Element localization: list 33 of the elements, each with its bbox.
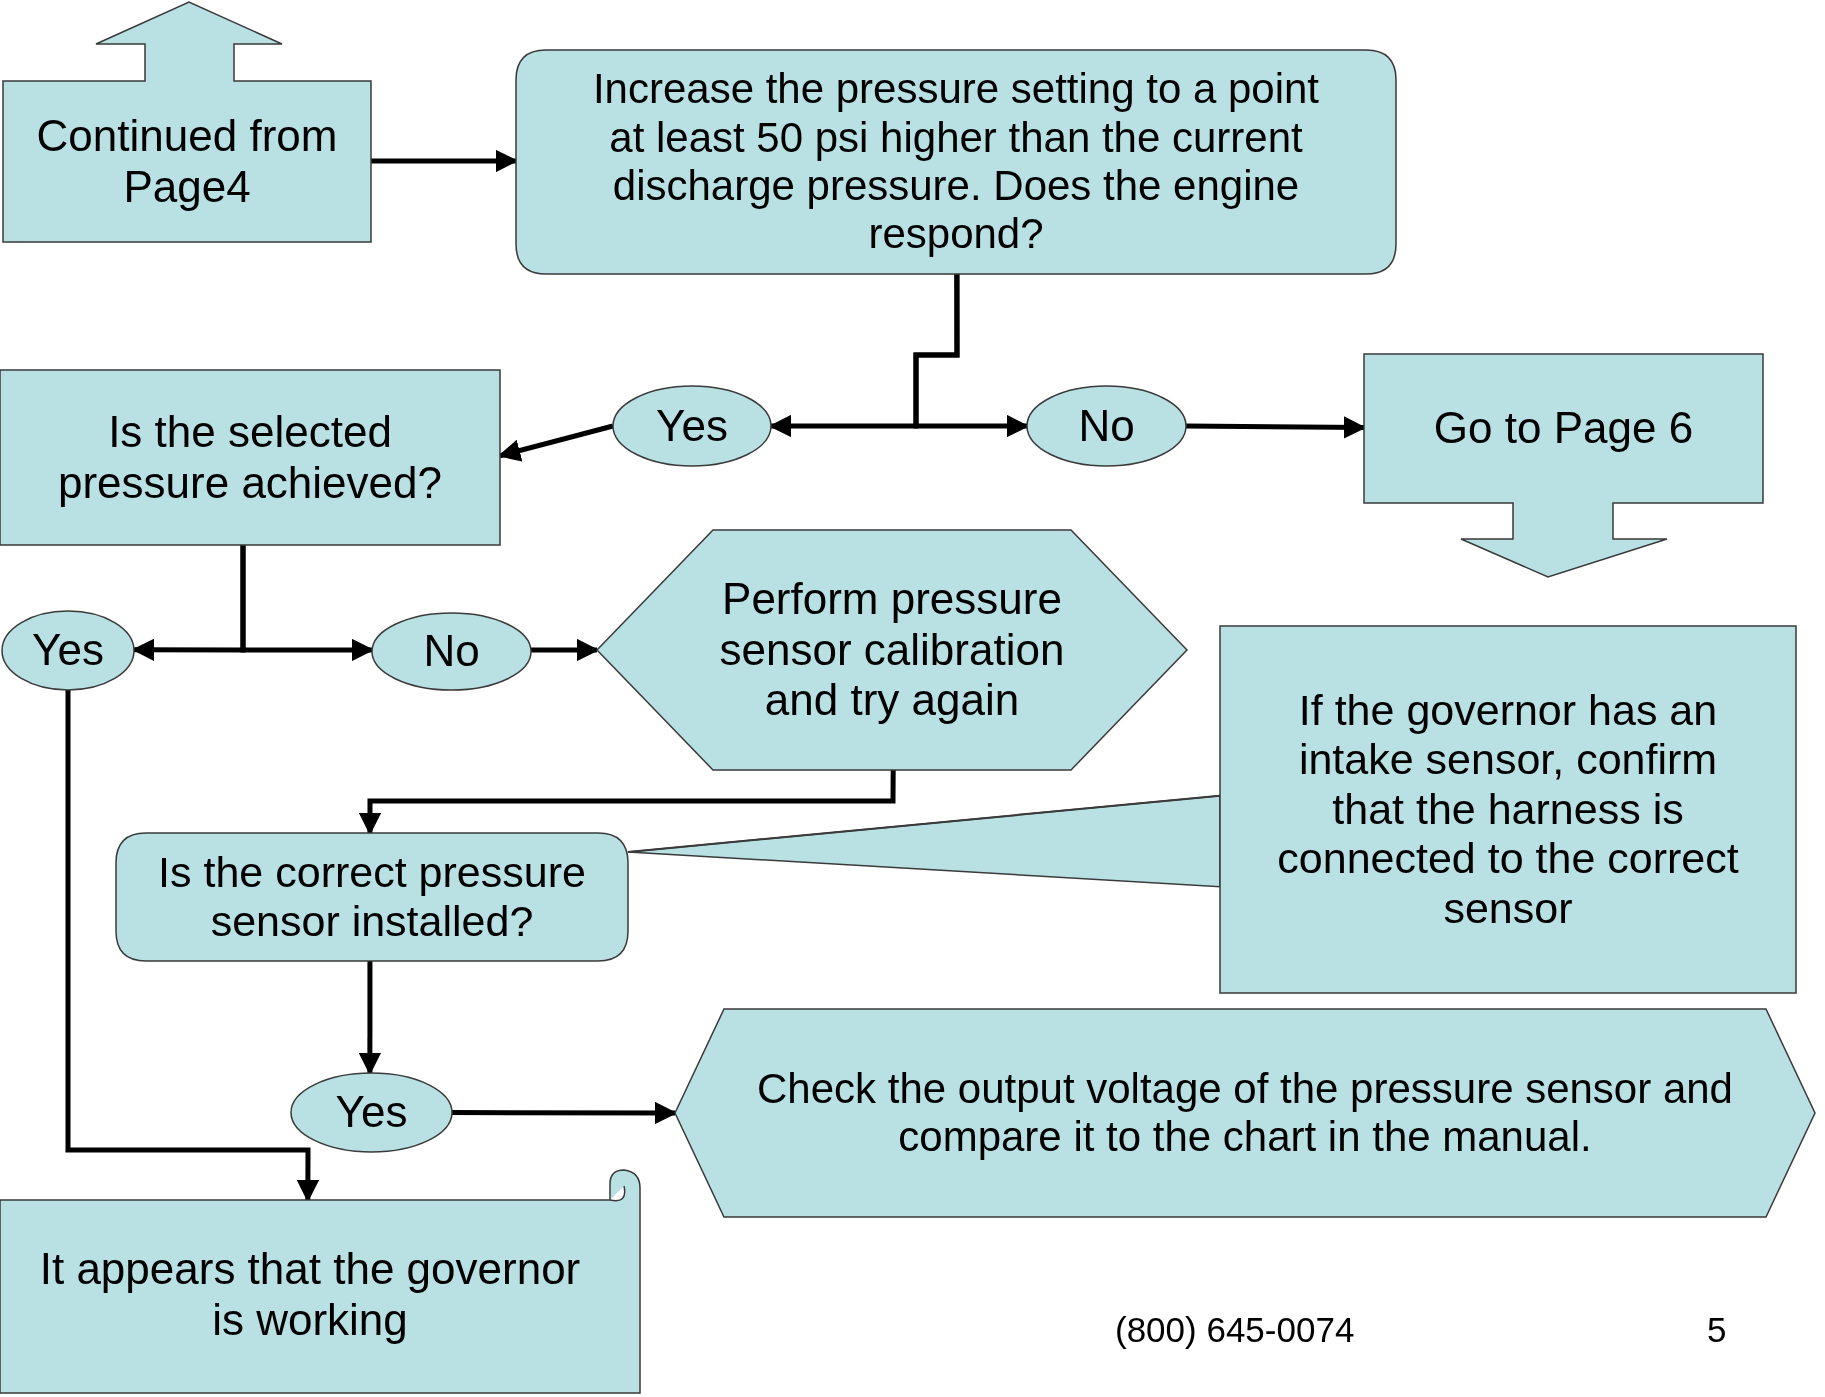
answer-oval (1027, 386, 1186, 466)
page-number: 5 (1707, 1310, 1727, 1350)
node-text: If the governor has an intake sensor, confirm that the harness is connected to the correct sensor (1276, 685, 1740, 934)
result-scroll (0, 1170, 644, 1393)
answer-label: No (1078, 400, 1135, 452)
node-text: Go to Page 6 (1433, 403, 1694, 454)
answer-label: Yes (335, 1087, 408, 1138)
answer-oval (372, 613, 531, 690)
arrow (452, 1101, 678, 1125)
decision-box (116, 833, 628, 961)
action-hexagon (597, 530, 1187, 770)
node-text: Check the output voltage of the pressure sensor and compare it to the chart in the manual. (756, 1064, 1734, 1162)
answer-oval (291, 1073, 452, 1152)
connector-block-arrow (1364, 354, 1763, 577)
node-text: Perform pressure sensor calibration and try again (718, 574, 1066, 726)
answer-label: No (423, 626, 480, 677)
phone-number: (800) 645-0074 (1115, 1310, 1355, 1350)
node-text: Continued from Page4 (35, 110, 339, 213)
node-text: Is the correct pressure sensor installed? (157, 847, 587, 947)
connector-block-arrow (3, 2, 371, 242)
answer-label: Yes (32, 625, 104, 676)
node-text: Is the selected pressure achieved? (57, 406, 443, 509)
callout-box (1220, 626, 1796, 993)
action-hexagon (675, 1009, 1815, 1217)
arrow (531, 638, 600, 662)
decision-box (516, 50, 1396, 274)
node-text: It appears that the governor is working (38, 1244, 582, 1346)
answer-oval (2, 611, 134, 690)
leader-line (627, 794, 1221, 853)
decision-box (0, 370, 500, 545)
node-text: Increase the pressure setting to a point at least 50 psi higher than the current discharge pressure. Does the engine respond? (591, 65, 1321, 259)
answer-label: Yes (656, 400, 728, 452)
answer-oval (613, 386, 771, 466)
